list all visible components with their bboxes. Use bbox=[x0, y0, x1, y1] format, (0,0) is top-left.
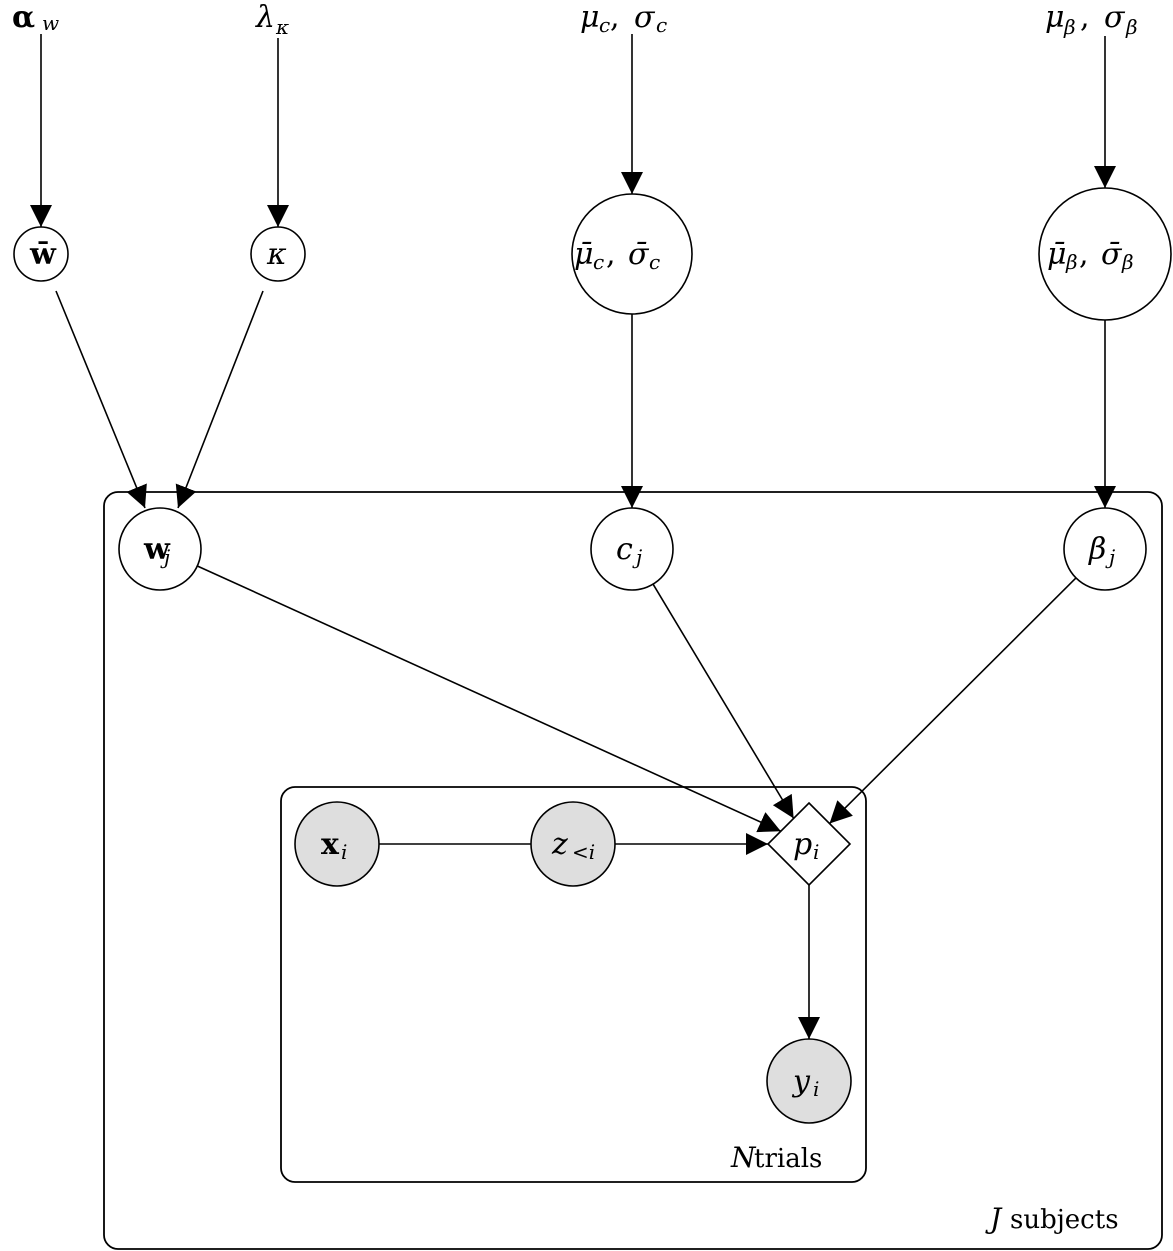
svg-text:w̄: w̄ bbox=[29, 237, 57, 272]
svg-text:i: i bbox=[341, 840, 347, 864]
circle-shape bbox=[294, 801, 380, 887]
node-w-j: wj bbox=[118, 507, 202, 591]
svg-text:c: c bbox=[616, 532, 633, 567]
plate-label-trials: N trials bbox=[730, 1141, 822, 1174]
svg-text:κ: κ bbox=[275, 15, 289, 39]
hyperparam-lambda-kappa: λ κ bbox=[255, 0, 289, 39]
svg-text:w: w bbox=[143, 532, 171, 567]
svg-text:σ̄: σ̄ bbox=[628, 237, 650, 272]
svg-text:λ: λ bbox=[255, 0, 275, 35]
plate-trials bbox=[280, 786, 867, 1183]
edge-beta-j-to-p-i bbox=[828, 577, 1077, 825]
svg-text:j: j bbox=[1105, 545, 1115, 569]
edge-kappa-to-w-j bbox=[175, 290, 264, 509]
svg-text:σ: σ bbox=[634, 0, 656, 35]
svg-text:J: J bbox=[985, 1202, 1003, 1235]
node-z-lt-i: z<i bbox=[530, 801, 616, 887]
svg-text:j: j bbox=[632, 545, 642, 569]
hyperparam-mu-sigma-beta: μ β , σ β bbox=[1045, 0, 1138, 39]
svg-text:α: α bbox=[12, 0, 35, 35]
svg-text:subjects: subjects bbox=[1010, 1205, 1119, 1235]
svg-text:μ: μ bbox=[1045, 0, 1065, 35]
svg-text:trials: trials bbox=[754, 1144, 822, 1174]
svg-text:c: c bbox=[593, 250, 604, 274]
circle-shape bbox=[571, 193, 693, 315]
edges bbox=[30, 34, 1116, 1039]
svg-text:x: x bbox=[321, 827, 340, 862]
hyperparam-alpha-w: α w bbox=[12, 0, 59, 35]
svg-text:,: , bbox=[610, 0, 620, 35]
circle-shape bbox=[1038, 187, 1172, 321]
svg-text:β: β bbox=[1121, 250, 1134, 274]
node-w-bar: w̄ bbox=[13, 226, 69, 282]
svg-text:w: w bbox=[42, 11, 59, 35]
svg-text:c: c bbox=[656, 13, 667, 37]
edge-w-j-to-p-i bbox=[196, 565, 782, 833]
svg-text:i: i bbox=[813, 1077, 819, 1101]
plate-label-subjects: J subjects bbox=[985, 1202, 1119, 1235]
svg-text:β: β bbox=[1125, 15, 1138, 39]
plate-subjects bbox=[103, 491, 1163, 1250]
circle-shape bbox=[530, 801, 616, 887]
circle-shape bbox=[1063, 507, 1147, 591]
node-kappa: κ bbox=[250, 226, 306, 282]
svg-text:β: β bbox=[1088, 532, 1106, 567]
svg-text:,: , bbox=[1079, 237, 1089, 272]
edge-c-j-to-p-i bbox=[652, 583, 795, 819]
svg-text:μ̄: μ̄ bbox=[1047, 237, 1067, 272]
svg-text:N: N bbox=[730, 1141, 757, 1174]
circle-shape bbox=[766, 1038, 852, 1124]
svg-text:β: β bbox=[1065, 250, 1078, 274]
svg-text:i: i bbox=[813, 840, 819, 864]
circle-shape bbox=[118, 507, 202, 591]
svg-text:σ: σ bbox=[1104, 0, 1126, 35]
svg-text:p: p bbox=[793, 827, 812, 862]
node-mu-sigma-beta-bar: μ̄β,σ̄β bbox=[1038, 187, 1172, 321]
svg-text:y: y bbox=[791, 1064, 811, 1099]
svg-text:<i: <i bbox=[572, 840, 595, 864]
svg-text:μ: μ bbox=[580, 0, 600, 35]
node-mu-sigma-c-bar: μ̄c,σ̄c bbox=[571, 193, 693, 315]
svg-text:j: j bbox=[160, 545, 170, 569]
circle-shape bbox=[250, 226, 306, 282]
svg-text:σ̄: σ̄ bbox=[1101, 237, 1123, 272]
svg-text:,: , bbox=[606, 237, 616, 272]
circle-shape bbox=[590, 507, 674, 591]
svg-text:κ: κ bbox=[266, 237, 287, 272]
svg-text:,: , bbox=[1080, 0, 1090, 35]
svg-text:μ̄: μ̄ bbox=[574, 237, 594, 272]
edge-w-bar-to-w-j bbox=[55, 290, 147, 509]
svg-text:z: z bbox=[551, 827, 568, 862]
svg-text:c: c bbox=[649, 250, 660, 274]
svg-text:β: β bbox=[1063, 15, 1076, 39]
circle-shape bbox=[13, 226, 69, 282]
svg-text:c: c bbox=[599, 13, 610, 37]
hyperparam-mu-sigma-c: μ c , σ c bbox=[580, 0, 667, 37]
diamond-shape bbox=[766, 801, 852, 887]
